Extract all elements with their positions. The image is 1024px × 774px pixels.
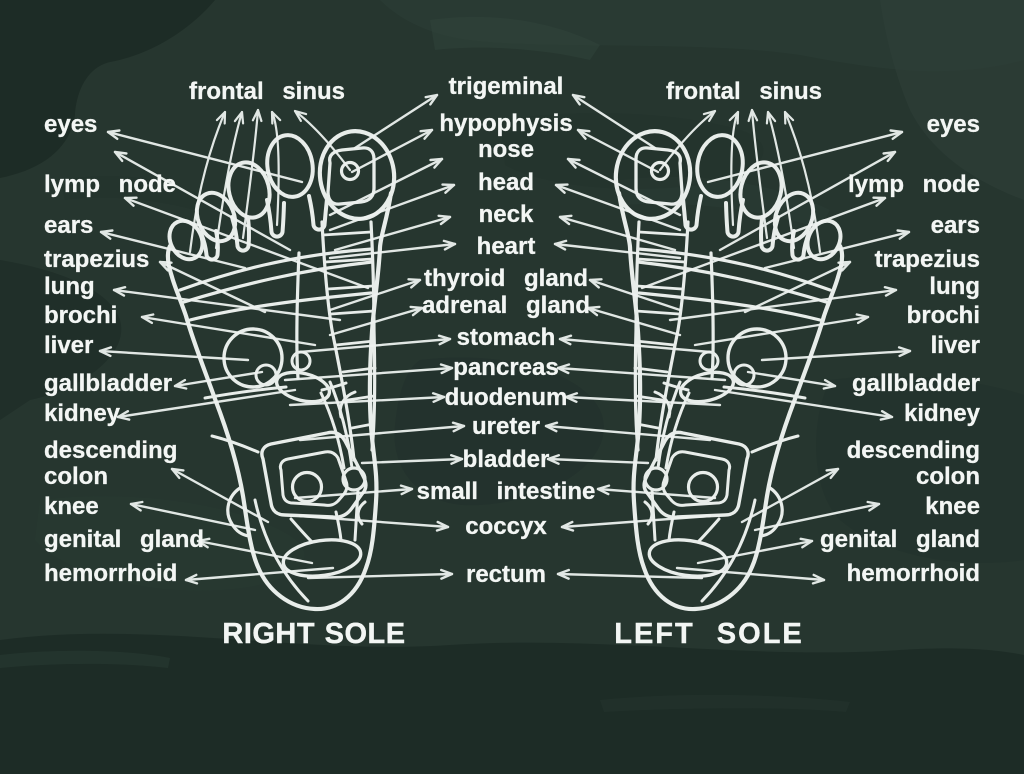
svg-text:stomach: stomach <box>457 324 556 351</box>
svg-text:hypophysis: hypophysis <box>439 110 572 137</box>
svg-text:liver: liver <box>931 332 980 359</box>
svg-text:knee: knee <box>44 493 99 520</box>
svg-text:thyroid gland: thyroid gland <box>424 265 588 292</box>
svg-text:knee: knee <box>925 493 980 520</box>
svg-text:head: head <box>478 169 534 196</box>
svg-text:gallbladder: gallbladder <box>852 370 980 397</box>
svg-text:heart: heart <box>477 233 536 260</box>
svg-text:eyes: eyes <box>44 111 97 138</box>
svg-text:lung: lung <box>44 273 95 300</box>
svg-text:frontal sinus: frontal sinus <box>666 78 822 105</box>
svg-text:small intestine: small intestine <box>417 478 596 505</box>
svg-text:colon: colon <box>44 463 108 490</box>
svg-text:eyes: eyes <box>927 111 980 138</box>
svg-text:coccyx: coccyx <box>465 513 547 540</box>
svg-text:adrenal gland: adrenal gland <box>422 292 590 319</box>
svg-text:lymp node: lymp node <box>44 171 176 198</box>
svg-text:LEFT SOLE: LEFT SOLE <box>614 618 804 650</box>
svg-text:genital gland: genital gland <box>820 526 980 553</box>
svg-text:lung: lung <box>929 273 980 300</box>
svg-text:descending: descending <box>847 437 980 464</box>
svg-text:genital gland: genital gland <box>44 526 204 553</box>
svg-text:duodenum: duodenum <box>445 384 568 411</box>
svg-text:colon: colon <box>916 463 980 490</box>
svg-text:liver: liver <box>44 332 93 359</box>
svg-text:gallbladder: gallbladder <box>44 370 172 397</box>
svg-text:trapezius: trapezius <box>44 246 149 273</box>
svg-text:kidney: kidney <box>44 400 121 427</box>
svg-text:brochi: brochi <box>907 302 980 329</box>
svg-text:descending: descending <box>44 437 177 464</box>
svg-text:ears: ears <box>931 212 980 239</box>
svg-text:hemorrhoid: hemorrhoid <box>44 560 177 587</box>
svg-text:rectum: rectum <box>466 561 546 588</box>
svg-text:pancreas: pancreas <box>453 354 558 381</box>
svg-text:nose: nose <box>478 136 534 163</box>
svg-text:ureter: ureter <box>472 413 540 440</box>
svg-text:ears: ears <box>44 212 93 239</box>
svg-text:frontal sinus: frontal sinus <box>189 78 345 105</box>
svg-text:brochi: brochi <box>44 302 117 329</box>
svg-text:RIGHT SOLE: RIGHT SOLE <box>222 618 405 650</box>
svg-text:hemorrhoid: hemorrhoid <box>847 560 980 587</box>
svg-text:bladder: bladder <box>463 446 550 473</box>
svg-text:kidney: kidney <box>904 400 981 427</box>
svg-text:neck: neck <box>479 201 534 228</box>
svg-text:trapezius: trapezius <box>875 246 980 273</box>
svg-text:trigeminal: trigeminal <box>449 73 564 100</box>
svg-text:lymp node: lymp node <box>848 171 980 198</box>
